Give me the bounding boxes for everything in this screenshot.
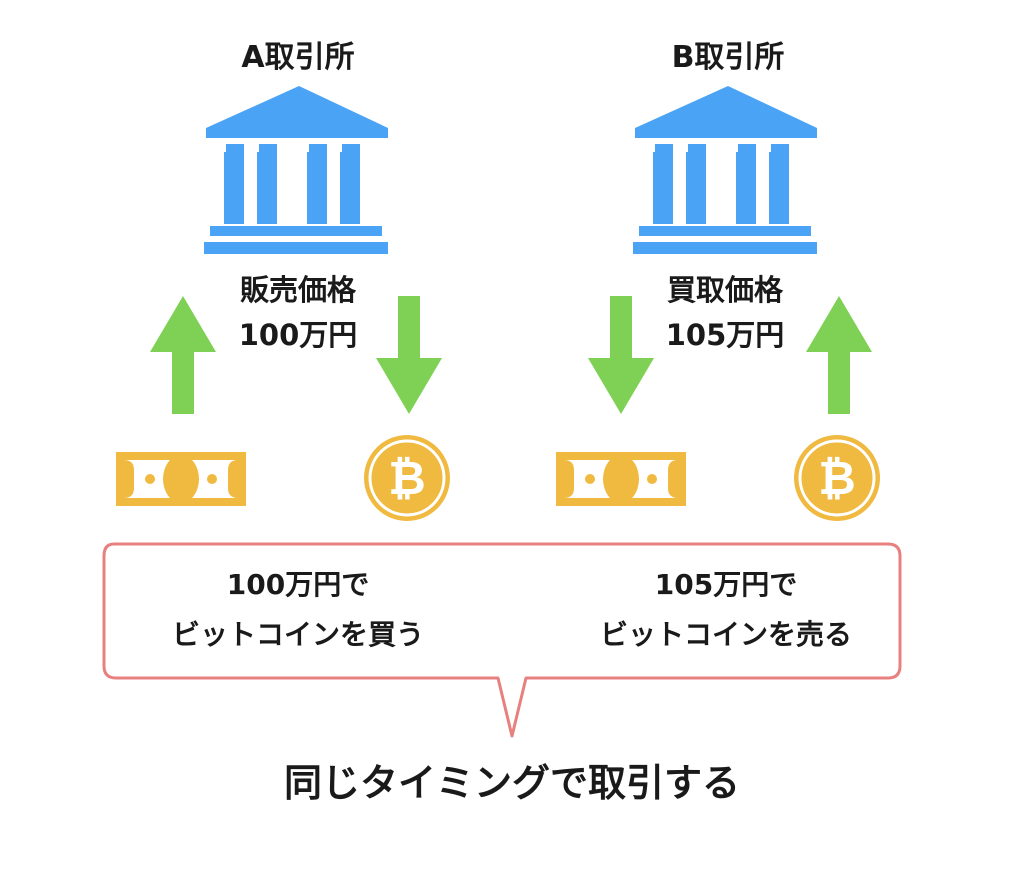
exchange-b-price-label: 買取価格 bbox=[666, 273, 783, 307]
svg-text:₿: ₿ bbox=[818, 451, 856, 505]
exchange-b-price: 買取価格 105万円 bbox=[625, 268, 825, 358]
bitcoin-icon: ₿ bbox=[364, 435, 450, 521]
action-buy-line2: ビットコインを買う bbox=[171, 618, 424, 651]
action-sell: 105万円で ビットコインを売る bbox=[556, 560, 896, 660]
bitcoin-icon: ₿ bbox=[794, 435, 880, 521]
speech-bubble bbox=[102, 542, 902, 738]
action-buy: 100万円で ビットコインを買う bbox=[128, 560, 468, 660]
exchange-a-title: A取引所 bbox=[241, 40, 355, 75]
arrow-up-icon bbox=[806, 296, 872, 414]
bank-icon bbox=[633, 86, 817, 254]
arrow-down-icon bbox=[588, 296, 654, 414]
arrow-down-icon bbox=[376, 296, 442, 414]
action-sell-line1: 105万円で bbox=[654, 568, 798, 601]
banknote-icon bbox=[556, 452, 686, 506]
footer-caption: 同じタイミングで取引する bbox=[283, 761, 740, 805]
exchange-b-title: B取引所 bbox=[671, 40, 785, 75]
arrow-up-icon bbox=[150, 296, 216, 414]
exchange-a-price-label: 販売価格 bbox=[239, 273, 356, 307]
exchange-a-price-value: 100万円 bbox=[238, 318, 358, 352]
exchange-a-price: 販売価格 100万円 bbox=[198, 268, 398, 358]
banknote-icon bbox=[116, 452, 246, 506]
svg-text:₿: ₿ bbox=[388, 451, 426, 505]
exchange-b-price-value: 105万円 bbox=[665, 318, 785, 352]
action-buy-line1: 100万円で bbox=[226, 568, 370, 601]
action-sell-line2: ビットコインを売る bbox=[599, 618, 852, 651]
bank-icon bbox=[204, 86, 388, 254]
